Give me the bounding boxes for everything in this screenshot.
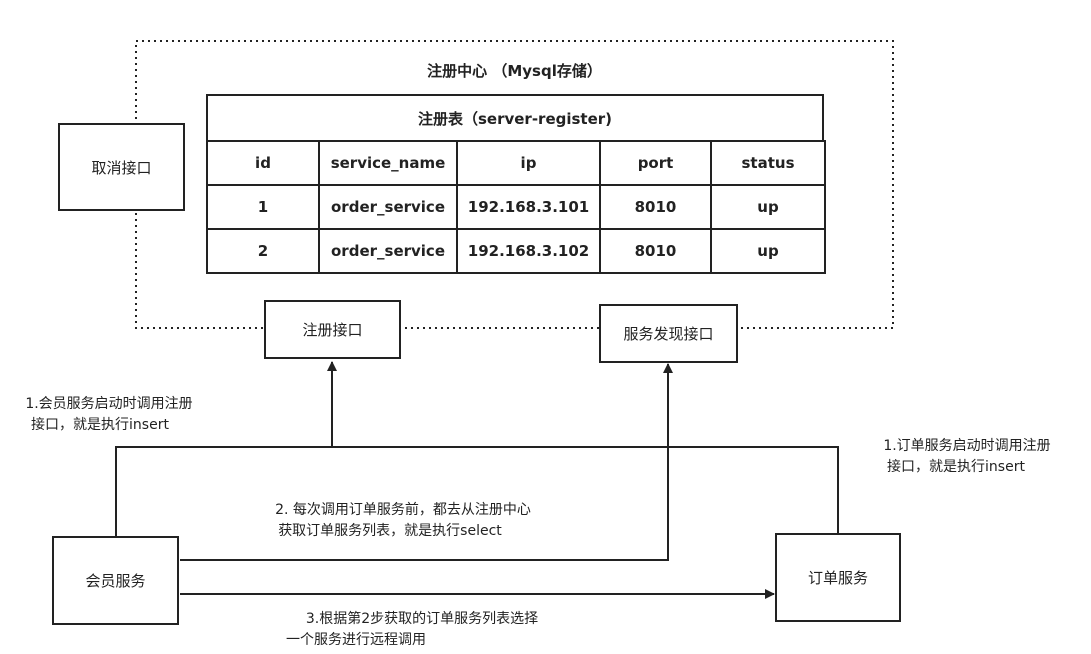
cell-status: up xyxy=(710,228,826,274)
cell-service-name: order_service xyxy=(318,228,458,274)
member-service-box: 会员服务 xyxy=(52,536,179,625)
column-header-port: port xyxy=(599,140,712,186)
remote-call-note: 3.根据第2步获取的订单服务列表选择 一个服务进行远程调用 xyxy=(286,611,539,648)
member-register-note: 1.会员服务启动时调用注册 接口，就是执行insert xyxy=(25,396,193,433)
member-to-register-arrow xyxy=(115,361,337,537)
cell-ip: 192.168.3.102 xyxy=(456,228,601,274)
order-to-register-line xyxy=(332,446,839,533)
column-header-id: id xyxy=(206,140,320,186)
column-header-service-name: service_name xyxy=(318,140,458,186)
table-row: 1 order_service 192.168.3.101 8010 up xyxy=(206,184,826,230)
cell-status: up xyxy=(710,184,826,230)
table-row: 2 order_service 192.168.3.102 8010 up xyxy=(206,228,826,274)
cancel-interface-box: 取消接口 xyxy=(58,123,185,211)
table-title: 注册表（server-register) xyxy=(206,94,824,142)
cell-id: 2 xyxy=(206,228,320,274)
cell-service-name: order_service xyxy=(318,184,458,230)
discovery-note: 2. 每次调用订单服务前，都去从注册中心 获取订单服务列表，就是执行select xyxy=(275,502,531,539)
registry-table: id service_name ip port status 1 order_s… xyxy=(206,140,826,274)
cell-ip: 192.168.3.101 xyxy=(456,184,601,230)
cell-id: 1 xyxy=(206,184,320,230)
registry-title: 注册中心 （Mysql存储） xyxy=(427,62,602,80)
member-to-discover-arrow xyxy=(180,363,673,561)
discovery-interface-box: 服务发现接口 xyxy=(599,304,738,363)
register-interface-box: 注册接口 xyxy=(264,300,401,359)
column-header-ip: ip xyxy=(456,140,601,186)
cell-port: 8010 xyxy=(599,228,712,274)
cell-port: 8010 xyxy=(599,184,712,230)
table-header-row: id service_name ip port status xyxy=(206,140,826,186)
order-service-box: 订单服务 xyxy=(775,533,901,622)
column-header-status: status xyxy=(710,140,826,186)
order-register-note: 1.订单服务启动时调用注册 接口，就是执行insert xyxy=(883,438,1051,475)
